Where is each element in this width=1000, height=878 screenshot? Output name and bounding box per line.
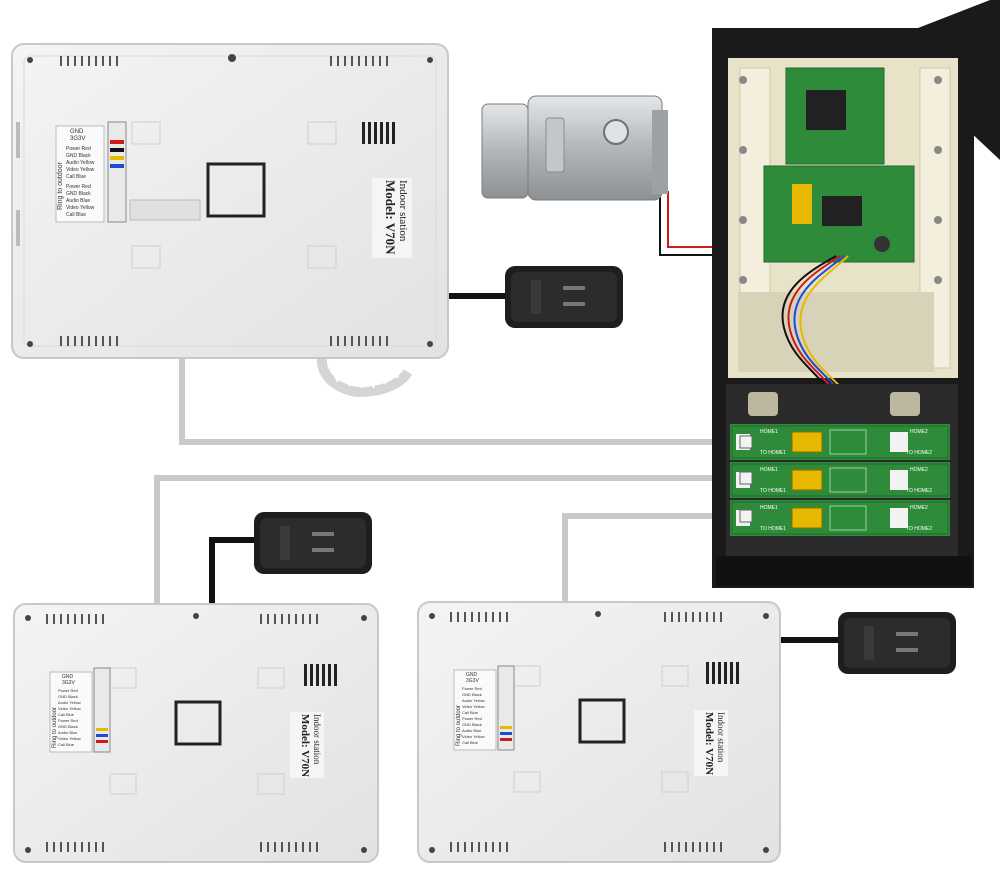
ext1-term-r-4: Call Blue <box>58 712 75 717</box>
board1-home2: HOME2 <box>910 429 928 435</box>
ext1-model: Model: V70N <box>299 714 311 777</box>
board3-tohome1: TO HOME1 <box>760 526 786 532</box>
main-title: Indoor station <box>397 180 409 242</box>
outdoor-unit: HOME1 TO HOME1 HOME2 TO HOME2 HOME1 TO H… <box>712 0 1000 588</box>
ext1-term-left-0: GND <box>62 674 74 680</box>
ext2-term-r-1: GND Black <box>462 692 482 697</box>
ext1-term-r2-2: Audio Blue <box>58 730 78 735</box>
board3-home2: HOME2 <box>910 505 928 511</box>
ext1-term-r2-0: Power Red <box>58 718 78 723</box>
board2-home1: HOME1 <box>760 467 778 473</box>
ext2-term-r-2: Audio Yellow <box>462 698 485 703</box>
main-term-r-4: Call Blue <box>66 174 86 180</box>
ext2-title: Indoor station <box>716 712 726 763</box>
ext1-side-text: Ring to outdoor <box>52 707 58 748</box>
main-term-r2-0: Power Red <box>66 184 91 190</box>
board2-home2: HOME2 <box>910 467 928 473</box>
ext1-title: Indoor station <box>312 714 322 765</box>
power-adapter-main <box>505 266 623 328</box>
monitor-main: GND 3G3V Power Red GND Black Audio Yello… <box>11 43 449 359</box>
board3-home1: HOME1 <box>760 505 778 511</box>
terminal-block <box>107 121 127 223</box>
ext2-term-r-0: Power Red <box>462 686 482 691</box>
ext1-term-r2-3: Video Yellow <box>58 736 81 741</box>
main-term-r2-2: Audio Blue <box>66 198 90 204</box>
main-term-r-2: Audio Yellow <box>66 160 95 166</box>
ext2-term-left-1: 3G3V <box>466 678 479 684</box>
ext2-model: Model: V70N <box>703 712 715 775</box>
ext1-term-r2-4: Call Blue <box>58 742 75 747</box>
plug-board-1 <box>739 435 753 449</box>
board1-tohome2: TO HOME2 <box>906 450 932 456</box>
main-term-left-1: 3G3V <box>70 136 85 142</box>
power-adapter-ext2 <box>838 612 956 674</box>
main-term-r2-1: GND Black <box>66 191 91 197</box>
main-term-r-0: Power Red <box>66 146 91 152</box>
main-term-left-0: GND <box>70 129 84 135</box>
ext1-term-r-1: GND Black <box>58 694 78 699</box>
board3-tohome2: TO HOME2 <box>906 526 932 532</box>
main-model: Model: V70N <box>383 180 398 255</box>
ext2-term-r2-3: Video Yellow <box>462 734 485 739</box>
board1-home1: HOME1 <box>760 429 778 435</box>
ext2-side-text: Ring to outdoor <box>456 705 462 746</box>
main-term-r-1: GND Black <box>66 153 91 159</box>
ext1-term-r2-1: GND Black <box>58 724 78 729</box>
ext1-term-r-0: Power Red <box>58 688 78 693</box>
ext2-term-r-4: Call Blue <box>462 710 479 715</box>
main-term-r-3: Video Yellow <box>66 167 95 173</box>
ext2-term-r2-2: Audio Blue <box>462 728 482 733</box>
board2-tohome2: TO HOME2 <box>906 488 932 494</box>
ext1-term-r-2: Audio Yellow <box>58 700 81 705</box>
monitor-extension-1: GND 3G3V Power Red GND Black Audio Yello… <box>13 603 379 863</box>
electric-lock <box>481 95 668 201</box>
main-side-text: Ring to outdoor <box>57 161 64 210</box>
ext1-term-left-1: 3G3V <box>62 680 75 686</box>
ext2-term-left-0: GND <box>466 672 478 678</box>
main-term-r2-3: Video Yellow <box>66 205 95 211</box>
ext2-term-r-3: Video Yellow <box>462 704 485 709</box>
board1-tohome1: TO HOME1 <box>760 450 786 456</box>
ext2-term-r2-4: Call Blue <box>462 740 479 745</box>
ext2-term-r2-1: GND Black <box>462 722 482 727</box>
coil-cord <box>316 357 413 398</box>
plug-board-3 <box>739 509 753 523</box>
plug-board-2 <box>739 471 753 485</box>
monitor-extension-2: GND 3G3V Power Red GND Black Audio Yello… <box>417 601 781 863</box>
main-term-r2-4: Call Blue <box>66 212 86 218</box>
board2-tohome1: TO HOME1 <box>760 488 786 494</box>
ext1-term-r-3: Video Yellow <box>58 706 81 711</box>
power-adapter-ext1 <box>254 512 372 574</box>
ext2-term-r2-0: Power Red <box>462 716 482 721</box>
